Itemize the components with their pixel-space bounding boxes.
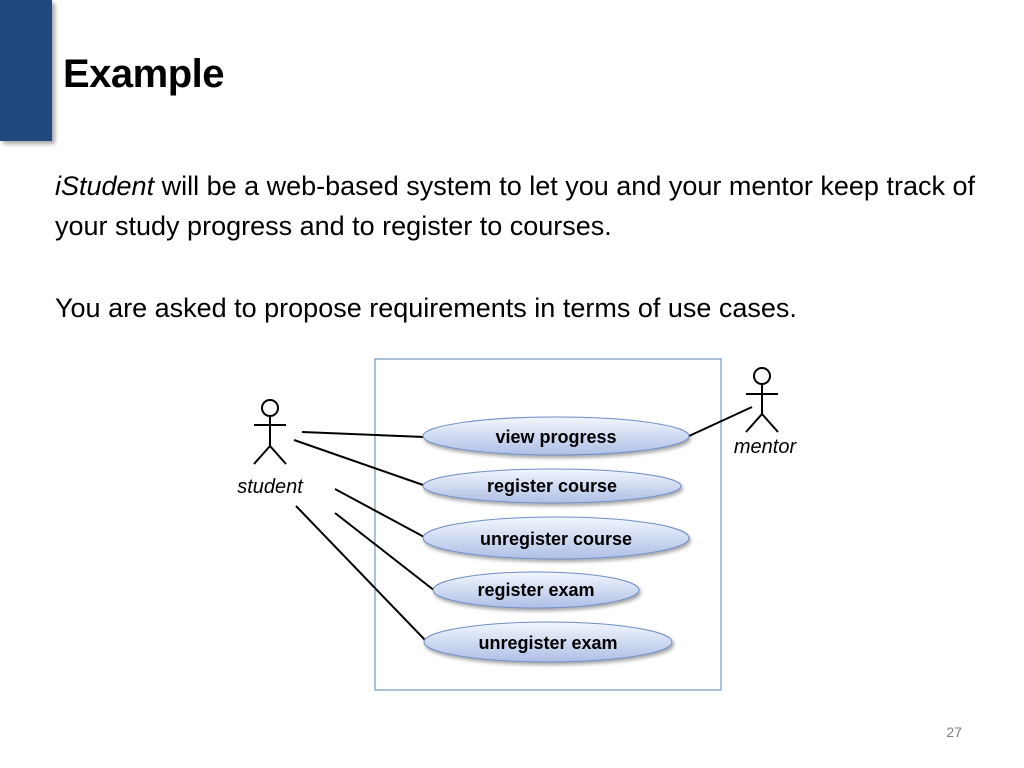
system-name: iStudent (55, 171, 155, 201)
association-student-unregister-course (334, 488, 427, 539)
intro-text: will be a web-based system to let you an… (55, 171, 975, 241)
use-case-label: unregister course (480, 529, 632, 549)
use-case-ellipse (432, 571, 640, 609)
use-case-ellipse (422, 516, 690, 560)
use-case-register-exam: register exam (432, 571, 640, 609)
use-case-ellipse (423, 621, 673, 663)
use-case-ellipse (422, 416, 690, 456)
page-number: 27 (946, 724, 962, 740)
mentor-head-icon (753, 367, 771, 385)
slide-title: Example (63, 52, 225, 96)
mentor-right-leg-icon (761, 413, 779, 433)
actor-student (253, 399, 287, 465)
student-left-leg-icon (253, 445, 271, 465)
use-case-label: register course (487, 476, 617, 496)
actor-mentor (745, 367, 779, 433)
student-label: student (237, 476, 304, 498)
student-right-leg-icon (269, 445, 287, 465)
association-student-unregister-exam (295, 505, 427, 642)
association-student-register-exam (334, 512, 436, 592)
task-paragraph: You are asked to propose requirements in… (55, 293, 797, 323)
use-case-ellipse (422, 468, 682, 504)
use-case-view-progress: view progress (422, 416, 690, 456)
association-mentor-view-progress (688, 406, 753, 437)
association-student-view-progress (301, 431, 425, 438)
intro-paragraph: iStudent will be a web-based system to l… (55, 166, 995, 246)
use-case-label: view progress (495, 427, 616, 447)
student-head-icon (261, 399, 279, 417)
use-case-label: unregister exam (478, 633, 617, 653)
use-case-unregister-exam: unregister exam (423, 621, 673, 663)
system-boundary (374, 358, 722, 691)
association-student-register-course (293, 439, 427, 487)
use-case-label: register exam (477, 580, 594, 600)
title-accent-bar (0, 0, 52, 141)
use-case-register-course: register course (422, 468, 682, 504)
use-case-unregister-course: unregister course (422, 516, 690, 560)
slide-body: iStudent will be a web-based system to l… (55, 166, 995, 328)
mentor-label: mentor (734, 436, 798, 458)
mentor-left-leg-icon (745, 413, 763, 433)
